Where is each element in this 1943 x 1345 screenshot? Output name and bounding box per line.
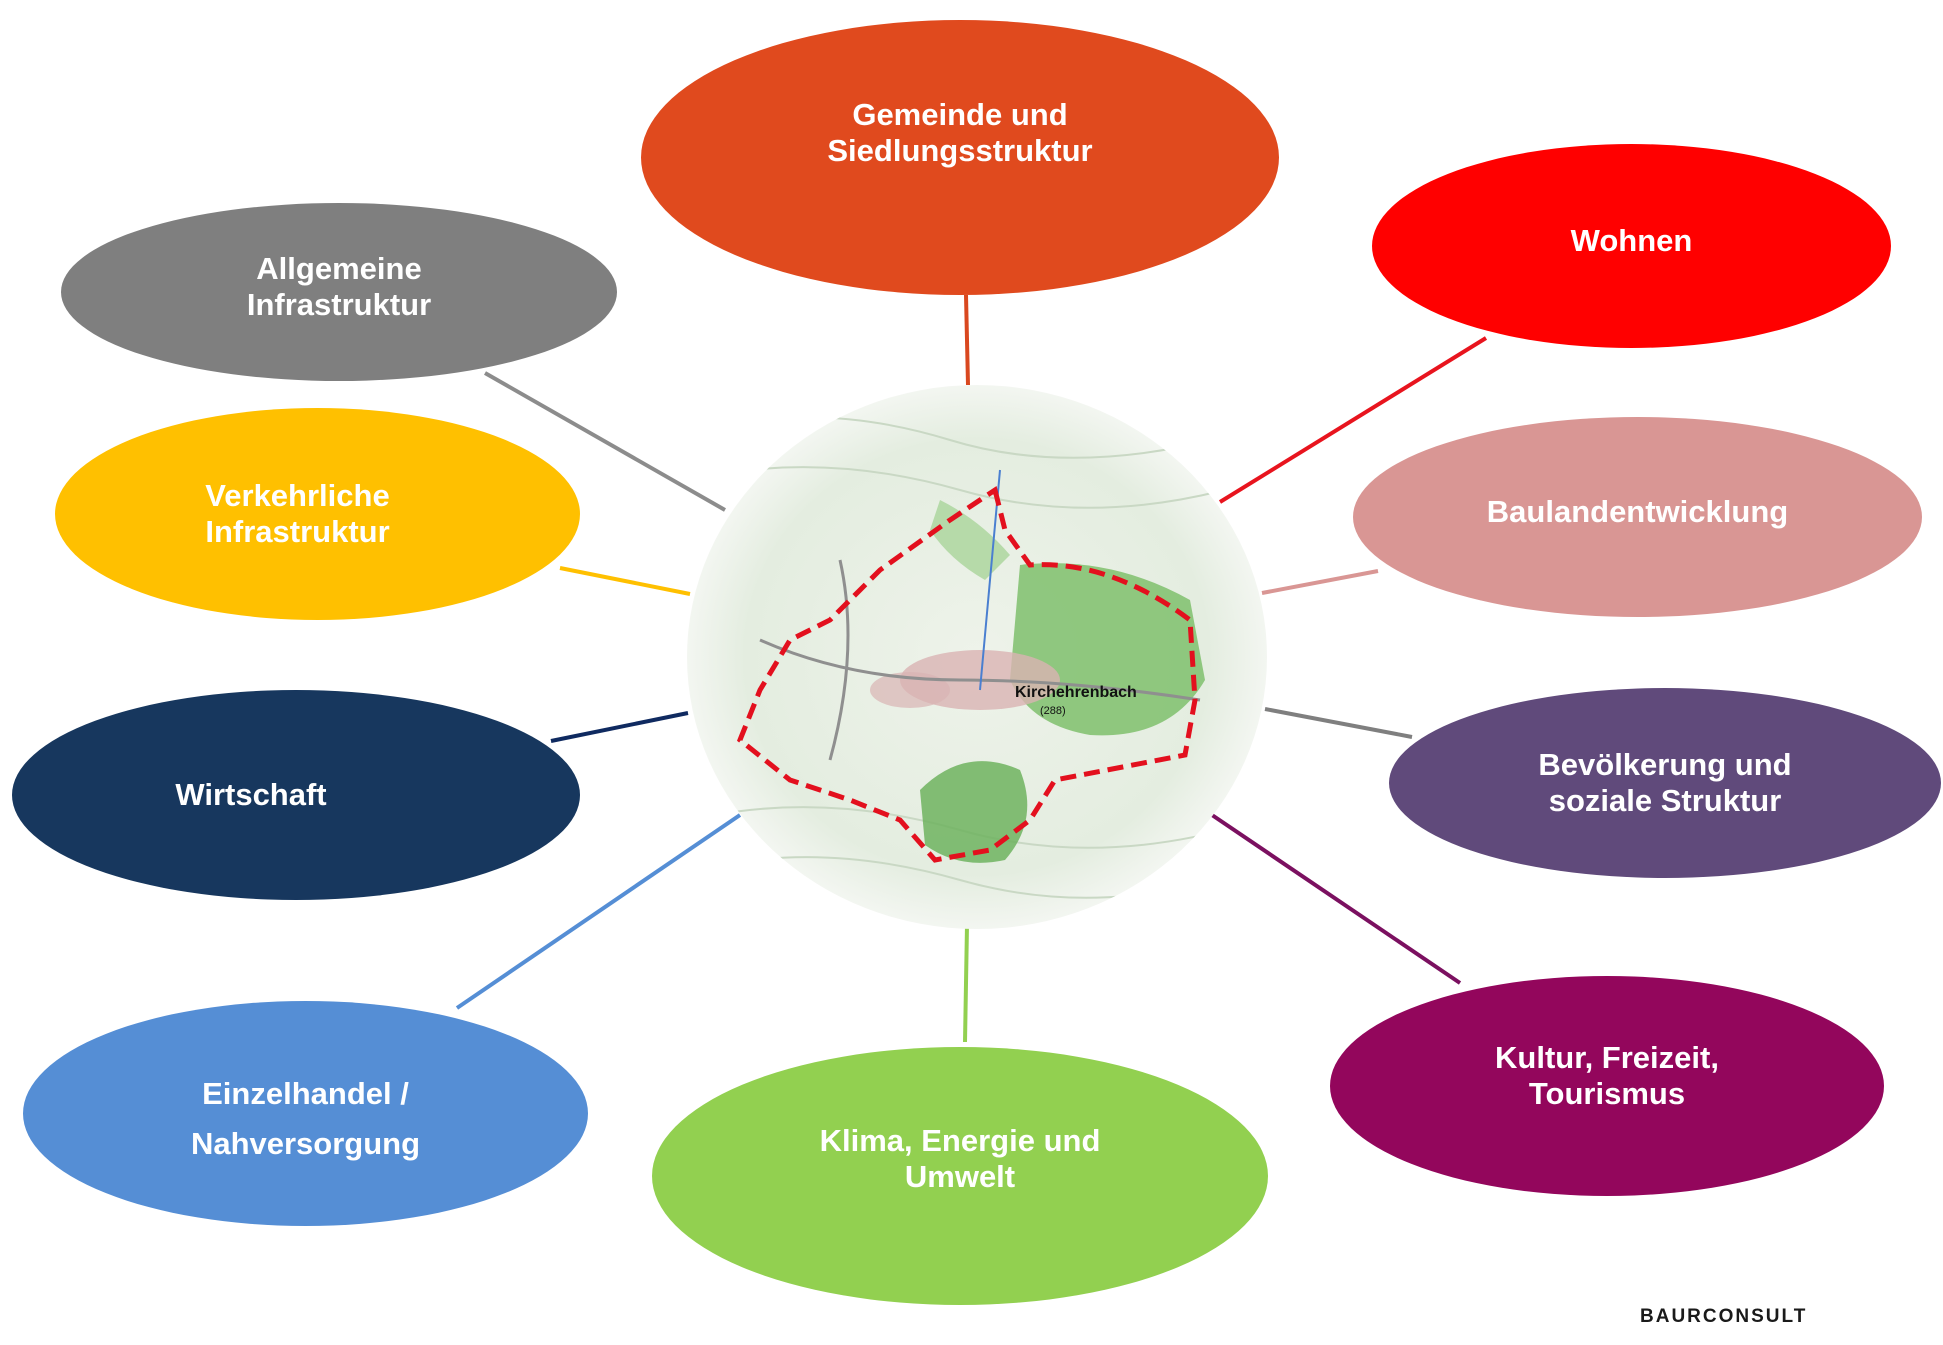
map-place-name: Kirchehrenbach <box>1015 684 1137 701</box>
topic-bevoelkerung-line-1: Bevölkerung und <box>1538 747 1792 782</box>
topic-wirtschaft: Wirtschaft <box>12 690 580 900</box>
topic-einzelhandel-line-1: Einzelhandel / <box>202 1075 409 1111</box>
topic-gemeinde-line-1: Gemeinde und <box>852 96 1068 132</box>
map-details <box>689 416 1261 899</box>
topic-bauland-line-1: Baulandentwicklung <box>1486 494 1789 529</box>
topic-allgemein-line-2: Infrastruktur <box>246 287 432 322</box>
topic-verkehr-line-2: Infrastruktur <box>205 514 390 549</box>
connector-einzelhandel <box>455 813 742 1010</box>
topic-wirtschaft-line-1: Wirtschaft <box>175 777 327 812</box>
topic-wohnen-line-1: Wohnen <box>1570 223 1693 258</box>
connector-bevoelkerung <box>1264 707 1413 739</box>
topic-gemeinde-line-2: Siedlungsstruktur <box>827 132 1093 168</box>
topic-kultur-line-1: Kultur, Freizeit, <box>1495 1040 1719 1075</box>
connector-lines <box>455 294 1488 1043</box>
connector-bauland <box>1261 569 1379 595</box>
topic-klima-line-2: Umwelt <box>904 1158 1016 1194</box>
topic-bevoelkerung-line-2: soziale Struktur <box>1548 783 1782 818</box>
brand-logo: BAURCONSULT <box>1640 1306 1808 1327</box>
topic-baulandentwicklung: Baulandentwicklung <box>1353 417 1922 617</box>
topic-einzelhandel-line-2: Nahversorgung <box>190 1125 421 1161</box>
connector-verkehr <box>559 566 691 596</box>
connector-wohnen <box>1218 336 1488 504</box>
topic-einzelhandel-nahversorgung: Einzelhandel / Nahversorgung <box>23 1001 588 1226</box>
topic-kultur-freizeit-tourismus: Kultur, Freizeit,Tourismus <box>1330 976 1884 1196</box>
map-height-label: (288) <box>1040 705 1066 717</box>
center-map: Kirchehrenbach (288) <box>687 385 1267 929</box>
connector-wirtschaft <box>550 711 689 743</box>
connector-gemeinde <box>964 294 970 386</box>
connector-allgemein <box>484 371 726 512</box>
topic-kultur-line-2: Tourismus <box>1528 1076 1686 1111</box>
topic-allgemein-line-1: Allgemeine <box>256 251 422 286</box>
connector-kultur <box>1210 813 1462 985</box>
topic-wohnen: Wohnen <box>1372 144 1891 348</box>
topic-verkehr-line-1: Verkehrliche <box>205 478 390 513</box>
topic-klima-line-1: Klima, Energie und <box>819 1122 1101 1158</box>
connector-klima <box>963 924 969 1043</box>
